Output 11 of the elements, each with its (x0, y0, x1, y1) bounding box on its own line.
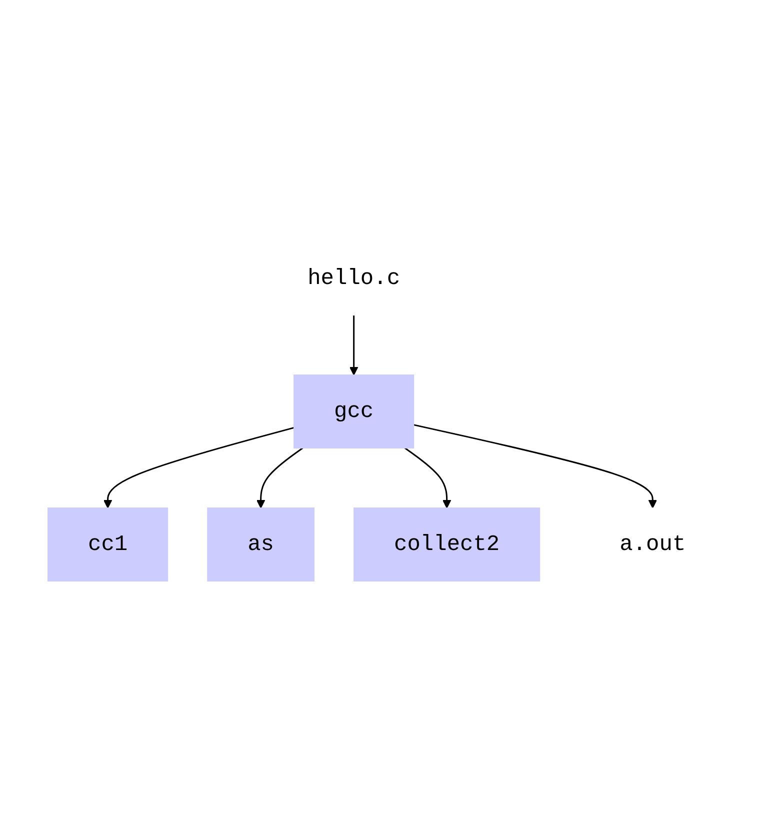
arrow (349, 314, 358, 375)
arrow (103, 426, 294, 508)
node-text: hello.c (307, 266, 400, 290)
node-box: cc1 (47, 507, 168, 581)
node-box: collect2 (353, 507, 540, 581)
node-box: gcc (293, 374, 414, 448)
arrow (404, 446, 451, 508)
arrow (256, 446, 303, 508)
node-box: as (206, 507, 314, 581)
arrow (413, 424, 657, 508)
node-text: a.out (619, 532, 686, 556)
